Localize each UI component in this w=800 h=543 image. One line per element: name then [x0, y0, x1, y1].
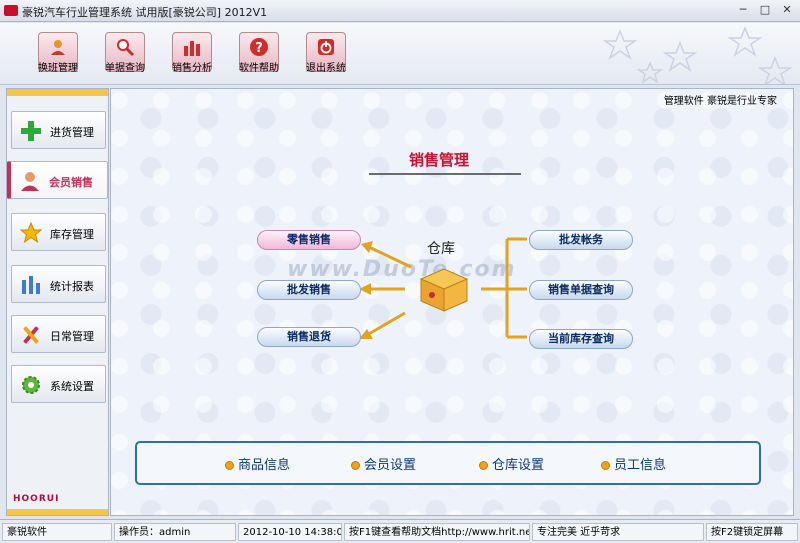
sidebar-item-label: 库存管理: [50, 228, 94, 241]
quick-link-label: 仓库设置: [492, 458, 545, 473]
quick-link-warehouse-settings[interactable]: 仓库设置: [479, 454, 544, 473]
bullet-icon: [225, 461, 234, 470]
title-bar: 豪锐汽车行业管理系统 试用版[豪锐公司] 2012V1 ─ □ ✕: [0, 0, 800, 22]
wholesale-sales-button[interactable]: 批发销售: [257, 280, 361, 300]
quick-link-label: 会员设置: [364, 458, 417, 473]
tools-icon: [23, 326, 39, 344]
app-logo-icon: [4, 5, 18, 16]
status-slogan: 专注完美 近乎苛求: [532, 523, 704, 541]
warehouse-label: 仓库: [427, 241, 455, 257]
svg-text:?: ?: [255, 41, 263, 56]
bar-chart-icon: [184, 41, 200, 56]
quick-links-bar: 商品信息 会员设置 仓库设置 员工信息: [135, 441, 761, 485]
status-help-hint: 按F1键查看帮助文档http://www.hrit.net.cn/: [344, 523, 530, 541]
sales-analysis-tile: [172, 32, 212, 72]
software-help-label: 软件帮助: [239, 63, 279, 74]
star-icon: [20, 222, 42, 244]
window-title: 豪锐汽车行业管理系统 试用版[豪锐公司] 2012V1: [22, 6, 268, 19]
current-stock-query-button[interactable]: 当前库存查询: [529, 329, 633, 349]
document-query-button[interactable]: 单据查询: [95, 23, 155, 84]
sidebar-item-label: 统计报表: [50, 280, 94, 293]
bullet-icon: [601, 461, 610, 470]
sales-return-button[interactable]: 销售退货: [257, 327, 361, 347]
exit-system-tile: [306, 32, 346, 72]
arrow-to-return: [366, 311, 406, 337]
document-query-tile: [105, 32, 145, 72]
maximize-icon[interactable]: □: [759, 3, 771, 16]
status-lock-hint: 按F2键锁定屏幕: [706, 523, 798, 541]
sidebar-item-daily[interactable]: 日常管理: [11, 315, 106, 353]
member-icon: [21, 172, 39, 191]
user-switch-icon: [51, 40, 65, 55]
quick-link-label: 商品信息: [238, 458, 291, 473]
retail-sales-button[interactable]: 零售销售: [257, 230, 361, 250]
status-operator: 操作员：admin: [114, 523, 236, 541]
main-panel: 管理软件 豪锐是行业专家 销售管理 www.DuoTe.com 零售销售 批发销…: [110, 88, 794, 516]
exit-system-label: 退出系统: [306, 63, 346, 74]
sidebar-item-purchase[interactable]: 进货管理: [11, 111, 106, 149]
software-help-tile: ?: [239, 32, 279, 72]
bullet-icon: [479, 461, 488, 470]
header-slogan: 管理软件 豪锐是行业专家: [663, 96, 777, 107]
decorative-stars: [602, 25, 793, 84]
quick-link-staff-info[interactable]: 员工信息: [601, 454, 666, 473]
watermark-text: www.DuoTe.com: [287, 257, 517, 282]
shift-management-tile: [38, 32, 78, 72]
toolbar: 换班管理 单据查询 销售分析 ? 软件帮助 退出系: [0, 23, 800, 85]
shift-management-label: 换班管理: [38, 63, 78, 74]
window-controls: ─ □ ✕: [734, 3, 796, 18]
sidebar-item-inventory[interactable]: 库存管理: [11, 213, 106, 251]
quick-link-label: 员工信息: [614, 458, 667, 473]
sidebar-item-label: 日常管理: [50, 330, 94, 343]
sales-analysis-button[interactable]: 销售分析: [162, 23, 222, 84]
sidebar-item-settings[interactable]: 系统设置: [11, 365, 106, 403]
company-logo: HOORUI: [13, 494, 60, 504]
plus-icon: [21, 121, 41, 141]
close-icon[interactable]: ✕: [782, 3, 792, 16]
status-company: 豪锐软件: [2, 523, 112, 541]
exit-icon: [318, 39, 334, 55]
sidebar-item-label: 系统设置: [50, 380, 94, 393]
sidebar-item-label: 进货管理: [50, 126, 94, 139]
status-bar: 豪锐软件 操作员：admin 2012-10-10 14:38:07 按F1键查…: [0, 519, 800, 543]
status-datetime: 2012-10-10 14:38:07: [238, 523, 342, 541]
report-icon: [22, 276, 40, 294]
page-title: 销售管理: [409, 151, 470, 169]
minimize-icon[interactable]: ─: [739, 3, 747, 16]
sidebar-top-strip: [7, 89, 108, 96]
title-underline: [369, 173, 521, 175]
wholesale-accounts-button[interactable]: 批发帐务: [529, 230, 633, 250]
shift-management-button[interactable]: 换班管理: [28, 23, 88, 84]
quick-link-product-info[interactable]: 商品信息: [225, 454, 290, 473]
sidebar-item-label: 会员销售: [49, 176, 93, 189]
help-icon: ?: [250, 38, 268, 56]
warehouse-box-icon[interactable]: [417, 265, 471, 313]
bullet-icon: [351, 461, 360, 470]
exit-system-button[interactable]: 退出系统: [296, 23, 356, 84]
gear-icon: [22, 376, 40, 394]
sidebar-item-reports[interactable]: 统计报表: [11, 265, 106, 303]
sales-document-query-button[interactable]: 销售单据查询: [529, 280, 633, 300]
sales-analysis-label: 销售分析: [172, 63, 212, 74]
software-help-button[interactable]: ? 软件帮助: [229, 23, 289, 84]
quick-link-member-settings[interactable]: 会员设置: [351, 454, 416, 473]
magnifier-icon: [117, 39, 135, 57]
sidebar: 进货管理 会员销售 库存管理 统计报表 日常管理 系统设置 HOORUI: [6, 88, 109, 516]
sidebar-item-member-sales[interactable]: 会员销售: [7, 161, 108, 199]
sidebar-bottom-strip: [7, 509, 108, 515]
document-query-label: 单据查询: [105, 63, 145, 74]
